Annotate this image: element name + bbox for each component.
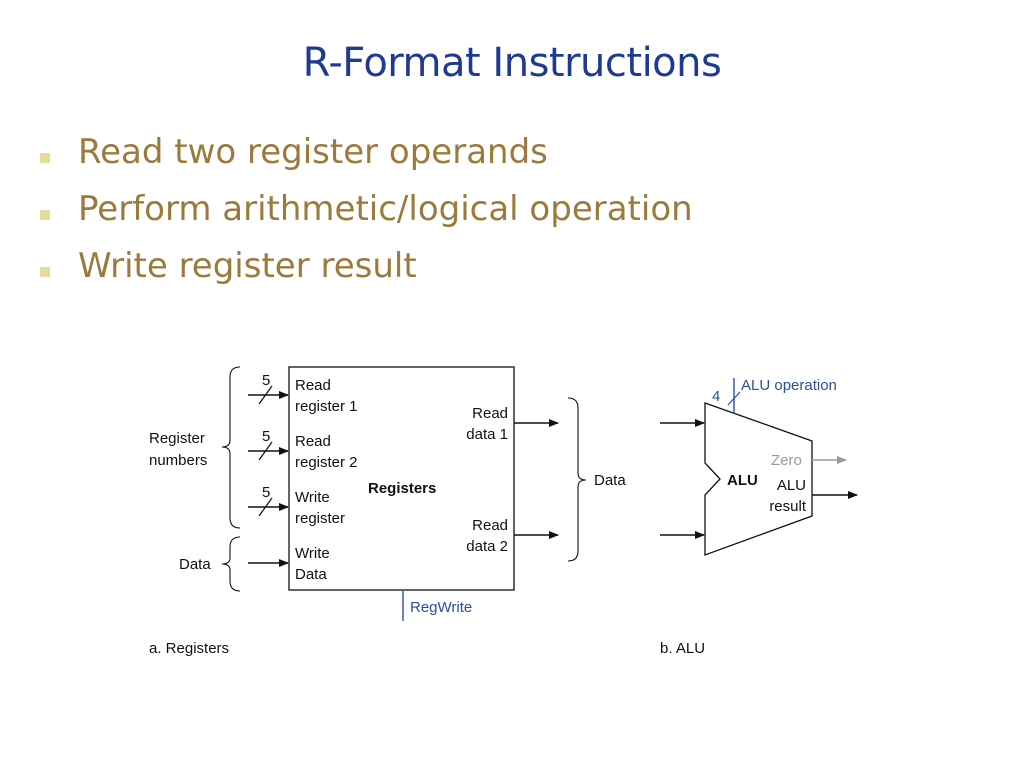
square-bullet-icon: [40, 267, 50, 277]
bullet-text: Perform arithmetic/logical operation: [78, 189, 693, 229]
read-data-1-label: Read: [472, 405, 508, 422]
bullet-text: Write register result: [78, 246, 417, 286]
register-file-box: [288, 366, 515, 591]
write-register-label-2: register: [295, 510, 345, 527]
registers-block-label: Registers: [368, 480, 436, 497]
read-data-1-label-2: data 1: [466, 426, 508, 443]
read-register-2-label-2: register 2: [295, 454, 358, 471]
alu-operation-width: 4: [712, 388, 720, 405]
square-bullet-icon: [40, 210, 50, 220]
write-data-brace: [221, 536, 241, 592]
read-register-1-label: Read: [295, 377, 331, 394]
bus-width-label: 5: [262, 372, 270, 389]
alu-operation-label: ALU operation: [741, 377, 837, 394]
bus-width-label: 5: [262, 484, 270, 501]
alu-result-label: ALU: [777, 477, 806, 494]
read-register-2-label: Read: [295, 433, 331, 450]
alu-shape: [704, 402, 813, 556]
register-numbers-label: Register: [149, 430, 205, 447]
read-data-2-label-2: data 2: [466, 538, 508, 555]
read-data-2-label: Read: [472, 517, 508, 534]
register-numbers-brace: [221, 366, 241, 529]
alu-block-label: ALU: [727, 472, 758, 489]
write-data-label: Write: [295, 545, 330, 562]
write-register-label: Write: [295, 489, 330, 506]
bus-slash: [727, 391, 741, 406]
zero-label: Zero: [771, 452, 802, 469]
register-numbers-label-2: numbers: [149, 452, 207, 469]
bus-slash: [258, 385, 273, 405]
alu-caption: b. ALU: [660, 640, 705, 657]
bus-slash: [258, 441, 273, 461]
bus-width-label: 5: [262, 428, 270, 445]
output-data-label: Data: [594, 472, 626, 489]
slide-title: R-Format Instructions: [302, 40, 722, 86]
read-register-1-label-2: register 1: [295, 398, 358, 415]
regwrite-label: RegWrite: [410, 599, 472, 616]
registers-caption: a. Registers: [149, 640, 229, 657]
alu-result-label-2: result: [769, 498, 807, 515]
write-data-label-2: Data: [295, 566, 327, 583]
output-data-brace: [567, 397, 587, 562]
square-bullet-icon: [40, 153, 50, 163]
left-data-label: Data: [179, 556, 211, 573]
bus-slash: [258, 497, 273, 517]
bullet-text: Read two register operands: [78, 132, 548, 172]
